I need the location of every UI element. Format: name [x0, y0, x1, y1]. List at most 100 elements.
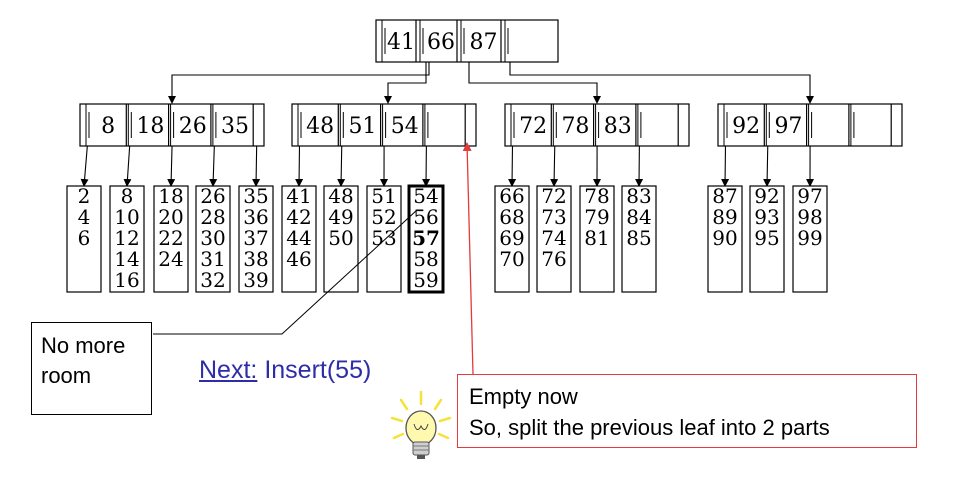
tree-edge-head: [168, 96, 176, 104]
leaf-value: 59: [413, 268, 438, 292]
leaf-nodes: 2468101214161820222426283031323536373839…: [66, 184, 828, 294]
leaf-value: 26: [200, 184, 225, 208]
leaf-value: 32: [200, 268, 225, 292]
leaf-value: 81: [584, 226, 609, 250]
no-more-room-text: No more room: [41, 333, 126, 388]
tree-edge: [721, 143, 730, 187]
internal-key: 92: [732, 114, 760, 139]
leaf-value: 28: [200, 205, 225, 229]
leaf-value: 66: [499, 184, 524, 208]
tree-edge: [508, 143, 517, 187]
tree-edge-head: [593, 96, 601, 104]
internal-key: 78: [561, 114, 589, 139]
tree-edge: [509, 62, 811, 96]
tree-edge-head: [806, 96, 814, 104]
tree-edge: [171, 62, 430, 96]
tree-edge: [550, 143, 559, 187]
leaf-value: 79: [584, 205, 609, 229]
leaf-value: 31: [200, 247, 225, 271]
leaf-value: 52: [371, 205, 396, 229]
leaf-value: 53: [371, 226, 396, 250]
leaf-value: 76: [541, 247, 566, 271]
leaf-value: 85: [626, 226, 651, 250]
root-key: 66: [427, 30, 455, 55]
tree-edge: [167, 143, 176, 187]
empty-now-callout: Empty now So, split the previous leaf in…: [457, 374, 917, 448]
no-room-pointer-line: [153, 209, 418, 335]
leaf-value: 69: [499, 226, 524, 250]
leaf-value: 50: [328, 226, 353, 250]
leaf-value: 41: [286, 184, 311, 208]
leaf-value: 49: [328, 205, 353, 229]
leaf-value: 48: [328, 184, 353, 208]
leaf-value: 24: [158, 247, 183, 271]
leaf-value: 51: [371, 184, 396, 208]
leaf-value: 70: [499, 247, 524, 271]
leaf-value: 97: [797, 184, 822, 208]
leaf-value: 90: [712, 226, 737, 250]
leaf-value: 98: [797, 205, 822, 229]
tree-edges: [80, 62, 815, 187]
no-more-room-callout: No more room: [31, 322, 152, 415]
leaf-value: 14: [114, 247, 139, 271]
tree-edge: [252, 143, 261, 187]
leaf-value: 4: [78, 205, 91, 229]
leaf-value: 35: [243, 184, 268, 208]
internal-key: 51: [348, 114, 376, 139]
tree-edge-head: [384, 96, 392, 104]
leaf-value: 68: [499, 205, 524, 229]
leaf-value: 39: [243, 268, 268, 292]
tree-edge: [80, 143, 89, 187]
tree-edge: [123, 143, 132, 187]
next-step-label: Next: Insert(55): [199, 356, 371, 385]
leaf-value: 89: [712, 205, 737, 229]
leaf-value: 44: [286, 226, 311, 250]
leaf-value: 78: [584, 184, 609, 208]
leaf-value: 36: [243, 205, 268, 229]
next-label: Next:: [199, 356, 258, 384]
internal-key: 8: [101, 114, 115, 139]
leaf-value: 72: [541, 184, 566, 208]
leaf-value: 18: [158, 184, 183, 208]
leaf-value: 37: [243, 226, 268, 250]
root-key: 87: [470, 30, 498, 55]
internal-key: 83: [604, 114, 632, 139]
tree-edge: [337, 143, 346, 187]
leaf-value: 2: [78, 184, 91, 208]
leaf-value: 84: [626, 205, 651, 229]
tree-edge: [295, 143, 304, 187]
leaf-value: 83: [626, 184, 651, 208]
leaf-node: 246: [66, 184, 102, 293]
tree-edge: [763, 143, 772, 187]
leaf-value: 42: [286, 205, 311, 229]
next-action: Insert(55): [264, 356, 372, 384]
leaf-value: 95: [754, 226, 779, 250]
leaf-value: 8: [121, 184, 134, 208]
leaf-value: 73: [541, 205, 566, 229]
leaf-value: 46: [286, 247, 311, 271]
leaf-value: 56: [413, 205, 438, 229]
empty-slot-arrow: [462, 142, 474, 375]
internal-key: 35: [221, 114, 249, 139]
leaf-value: 93: [754, 205, 779, 229]
leaf-value: 58: [413, 247, 438, 271]
lightbulb-icon: [390, 390, 452, 459]
leaf-value: 57: [412, 226, 440, 250]
internal-key: 54: [391, 114, 419, 139]
tree-edge: [209, 143, 218, 187]
leaf-value: 22: [158, 226, 183, 250]
